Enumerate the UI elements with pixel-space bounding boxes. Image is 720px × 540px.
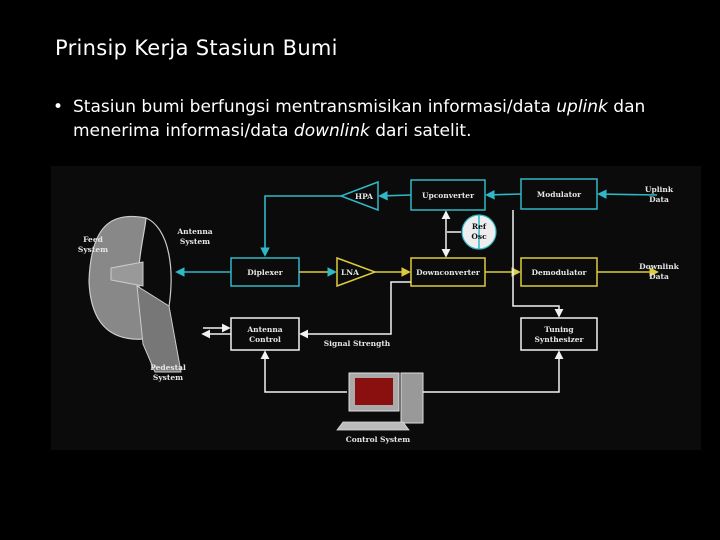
diagram-canvas: Feed System Antenna System Pedestal Syst… bbox=[78, 178, 680, 444]
bullet-marker: • bbox=[53, 97, 64, 117]
demodulator-box bbox=[520, 257, 598, 287]
signal-strength-label: Signal Strength bbox=[324, 339, 391, 348]
ref-osc-label-line-2: Osc bbox=[471, 232, 487, 241]
antenna-control-label-line-1: Antenna bbox=[246, 325, 282, 334]
lna-label: LNA bbox=[341, 268, 359, 277]
antenna-control-label-line-2: Control bbox=[249, 335, 281, 344]
bullet-point: • Stasiun bumi berfungsi mentransmisikan… bbox=[53, 95, 693, 143]
antenna-control-box bbox=[230, 317, 300, 351]
modulator-box bbox=[520, 178, 598, 210]
bullet-text-part-3: dari satelit. bbox=[369, 121, 472, 141]
antenna-system-label-line-1: Antenna bbox=[176, 227, 212, 236]
bullet-text-part-2: dan menerima informasi/data bbox=[73, 97, 646, 141]
hpa-amplifier bbox=[338, 180, 379, 212]
control-system-computer bbox=[336, 372, 424, 431]
downlink-data-label-line-1: Downlink bbox=[639, 262, 680, 271]
pedestal-system-label-line-1: Pedestal bbox=[150, 363, 186, 372]
bullet-term-downlink: downlink bbox=[293, 121, 370, 141]
bullet-text-part-1: Stasiun bumi berfungsi mentransmisikan i… bbox=[73, 97, 557, 117]
tuning-synthesizer-box bbox=[520, 317, 598, 351]
tuning-synthesizer-label-line-2: Synthesizer bbox=[535, 335, 585, 344]
control-signal-path bbox=[201, 210, 564, 393]
tuning-synthesizer-label-line-1: Tuning bbox=[544, 325, 574, 334]
feed-system-label-line-1: Feed bbox=[83, 235, 103, 244]
lna-amplifier bbox=[336, 256, 378, 288]
control-system-label: Control System bbox=[346, 435, 411, 444]
antenna-system-label-line-2: System bbox=[180, 237, 210, 246]
downconverter-box bbox=[410, 257, 486, 287]
pedestal-system-label-line-2: System bbox=[153, 373, 183, 382]
modulator-label: Modulator bbox=[537, 190, 582, 199]
uplink-data-label-line-2: Data bbox=[649, 195, 669, 204]
bullet-text: Stasiun bumi berfungsi mentransmisikan i… bbox=[53, 95, 693, 143]
diplexer-label: Diplexer bbox=[247, 268, 283, 277]
downlink-data-label-line-2: Data bbox=[649, 272, 669, 281]
uplink-signal-path bbox=[175, 189, 658, 277]
downconverter-label: Downconverter bbox=[416, 268, 481, 277]
upconverter-label: Upconverter bbox=[422, 191, 475, 200]
bullet-term-uplink: uplink bbox=[556, 97, 608, 117]
feed-system-label-line-2: System bbox=[78, 245, 108, 254]
uplink-data-label-line-1: Uplink bbox=[645, 185, 674, 194]
hpa-label: HPA bbox=[355, 192, 373, 201]
slide-title: Prinsip Kerja Stasiun Bumi bbox=[55, 36, 338, 60]
demodulator-label: Demodulator bbox=[531, 268, 587, 277]
upconverter-box bbox=[410, 179, 486, 211]
earth-station-block-diagram: Feed System Antenna System Pedestal Syst… bbox=[51, 166, 701, 450]
antenna-dish bbox=[88, 215, 182, 373]
ref-osc-label-line-1: Ref bbox=[472, 222, 487, 231]
